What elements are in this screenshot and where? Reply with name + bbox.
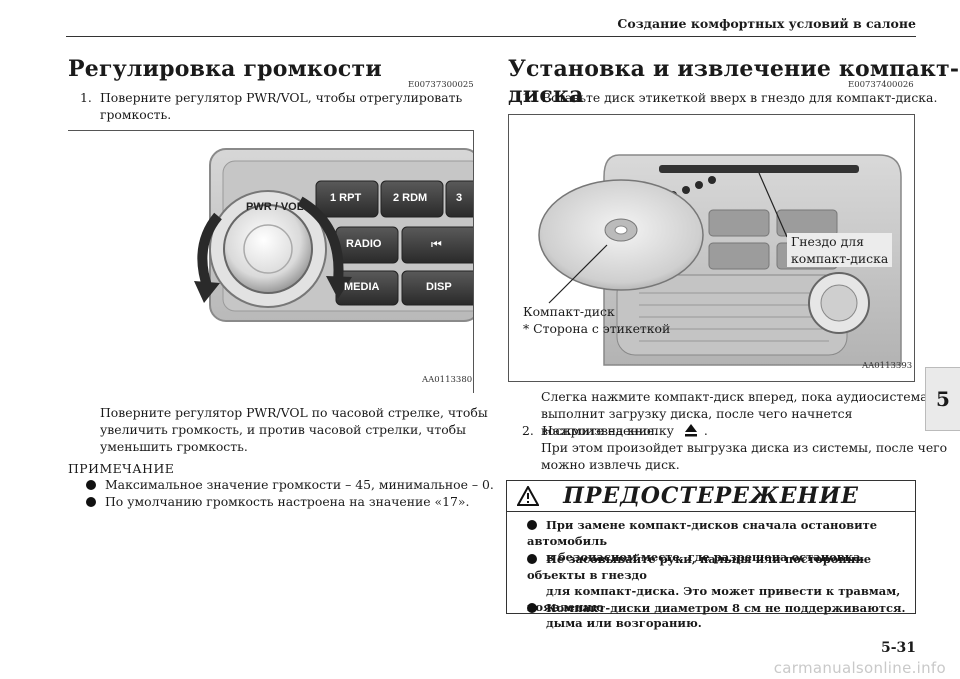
caution-item: При замене компакт-дисков сначала остано… [527,518,878,564]
note-item: Максимальное значение громкости – 45, ми… [86,476,494,493]
radio-panel-illustration [194,148,473,322]
figure-code: AA0113393 [862,361,913,371]
chapter-tab[interactable]: 5 [925,367,960,431]
figure-code: AA0113380 [422,375,473,385]
step-number: 1. [522,90,534,105]
cd-eject-description: При этом произойдет выгрузка диска из си… [541,439,947,473]
disc-callout: Компакт-диск * Сторона с этикеткой [523,303,670,337]
cd-load-description: Слегка нажмите компакт-диск вперед, пока… [541,388,960,439]
caution-box: ПРЕДОСТЕРЕЖЕНИЕ При замене компакт-диско… [506,480,916,630]
step-text: Вставьте диск этикеткой вверх в гнездо д… [542,90,938,105]
disp-button-label: DISP [426,281,452,293]
bullet-icon [527,554,537,564]
skip-back-icon: ⏮ [431,237,442,251]
bullet-icon [527,520,537,530]
para-line: можно извлечь диск. [541,457,680,472]
para-line: уменьшить громкость. [100,439,248,454]
preset-3-label: 3 [456,192,463,204]
step-number: 1. [80,90,92,105]
disc-label-line: Компакт-диск [523,304,615,319]
cd-player-illustration [538,154,902,366]
section-heading-cd: Установка и извлечение компакт-диска [508,56,960,108]
caution-item: Компакт-диски диаметром 8 см не поддержи… [527,600,906,616]
bullet-icon [86,480,96,490]
cd-step-1: 1. Вставьте диск этикеткой вверх в гнездо… [522,89,937,106]
cd-step-2: 2.Нажмите на кнопку . [522,422,708,441]
step-text: Нажмите на кнопку [542,423,674,438]
running-header: Создание комфортных условий в салоне [617,16,916,31]
pwr-vol-label: PWR / VOL [246,201,304,213]
watermark: carmanualsonline.info [773,659,946,677]
media-button-label: MEDIA [344,281,380,293]
rpt-button-label: 1 RPT [330,192,362,204]
para-line: увеличить громкость, и против часовой ст… [100,422,466,437]
slot-label-line: компакт-диска [791,251,889,266]
para-line: выполнит загрузку диска, после чего начн… [541,406,853,438]
figure-volume-knob: PWR / VOL 1 RPT 2 RDM 3 RADIO ⏮ MEDIA DI… [68,130,474,393]
para-line: Поверните регулятор PWR/VOL по часовой с… [100,405,488,420]
bullet-icon [527,603,537,613]
note-item: По умолчанию громкость настроена на знач… [86,493,469,510]
slot-label-line: Гнездо для [791,234,864,249]
caution-item: Не засовывайте руки, пальцы или посторон… [527,552,901,630]
step-number: 2. [522,423,534,438]
volume-step-1: 1. Поверните регулятор PWR/VOL, чтобы отр… [80,89,462,123]
para-line: При этом произойдет выгрузка диска из си… [541,440,948,455]
section-heading-volume: Регулировка громкости [68,56,382,82]
eject-icon [684,423,698,441]
page-number: 5-31 [880,640,916,656]
section-code-cd: E00737400026 [848,80,914,90]
warning-triangle-icon [517,486,539,506]
caution-header: ПРЕДОСТЕРЕЖЕНИЕ [507,481,915,512]
disc-label-line: * Сторона с этикеткой [523,321,671,336]
radio-button-label: RADIO [346,238,382,250]
caution-title: ПРЕДОСТЕРЕЖЕНИЕ [563,483,859,509]
volume-description: Поверните регулятор PWR/VOL по часовой с… [100,404,488,455]
step-text-line: громкость. [100,107,172,122]
slot-callout: Гнездо для компакт-диска [787,233,893,267]
para-line: Слегка нажмите компакт-диск вперед, пока… [541,389,948,404]
figure-cd-insertion: Гнездо для компакт-диска Компакт-диск * … [508,114,915,382]
section-code-volume: E00737300025 [408,80,474,90]
step-text-line: Поверните регулятор PWR/VOL, чтобы отрег… [100,90,463,105]
note-title: ПРИМЕЧАНИЕ [68,461,175,476]
bullet-icon [86,497,96,507]
header-rule [66,36,916,37]
rdm-button-label: 2 RDM [393,192,428,204]
